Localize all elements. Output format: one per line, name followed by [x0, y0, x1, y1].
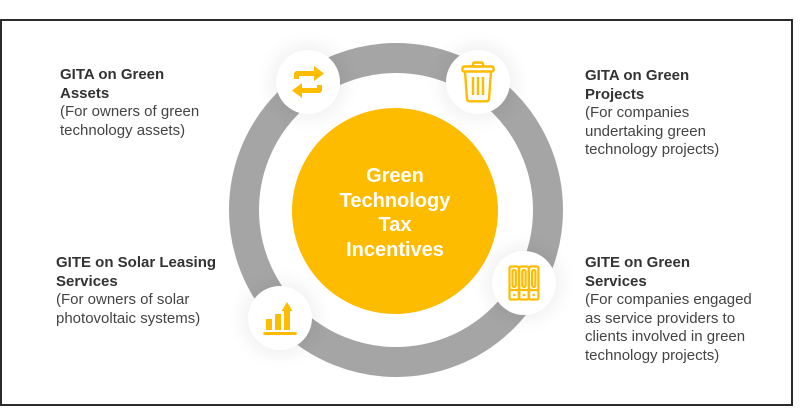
- center-title: Green Technology Tax Incentives: [339, 165, 451, 261]
- badge-green-services: [492, 251, 556, 315]
- label-green-projects: GITA on Green Projects (For companies un…: [585, 67, 719, 160]
- badge-solar-leasing: [248, 286, 312, 350]
- label-description: (For owners of green technology assets): [60, 103, 200, 139]
- label-title: GITA on Green Projects: [585, 67, 690, 103]
- label-description: (For companies engaged as service provid…: [585, 291, 752, 364]
- binders-icon: [508, 265, 540, 301]
- growth-chart-icon: [262, 300, 298, 336]
- swap-arrows-icon: [290, 65, 326, 99]
- label-title: GITE on Green Services: [585, 254, 691, 290]
- badge-green-projects: [446, 50, 510, 114]
- label-title: GITA on Green Assets: [60, 66, 165, 102]
- label-solar-leasing: GITE on Solar Leasing Services (For owne…: [56, 254, 216, 328]
- label-title: GITE on Solar Leasing Services: [56, 254, 217, 290]
- center-circle: Green Technology Tax Incentives: [292, 108, 498, 314]
- trash-bin-icon: [461, 61, 495, 103]
- label-green-services: GITE on Green Services (For companies en…: [585, 254, 752, 365]
- badge-green-assets: [276, 50, 340, 114]
- label-description: (For companies undertaking green technol…: [585, 104, 720, 158]
- label-green-assets: GITA on Green Assets (For owners of gree…: [60, 66, 199, 140]
- label-description: (For owners of solar photovoltaic system…: [56, 291, 201, 327]
